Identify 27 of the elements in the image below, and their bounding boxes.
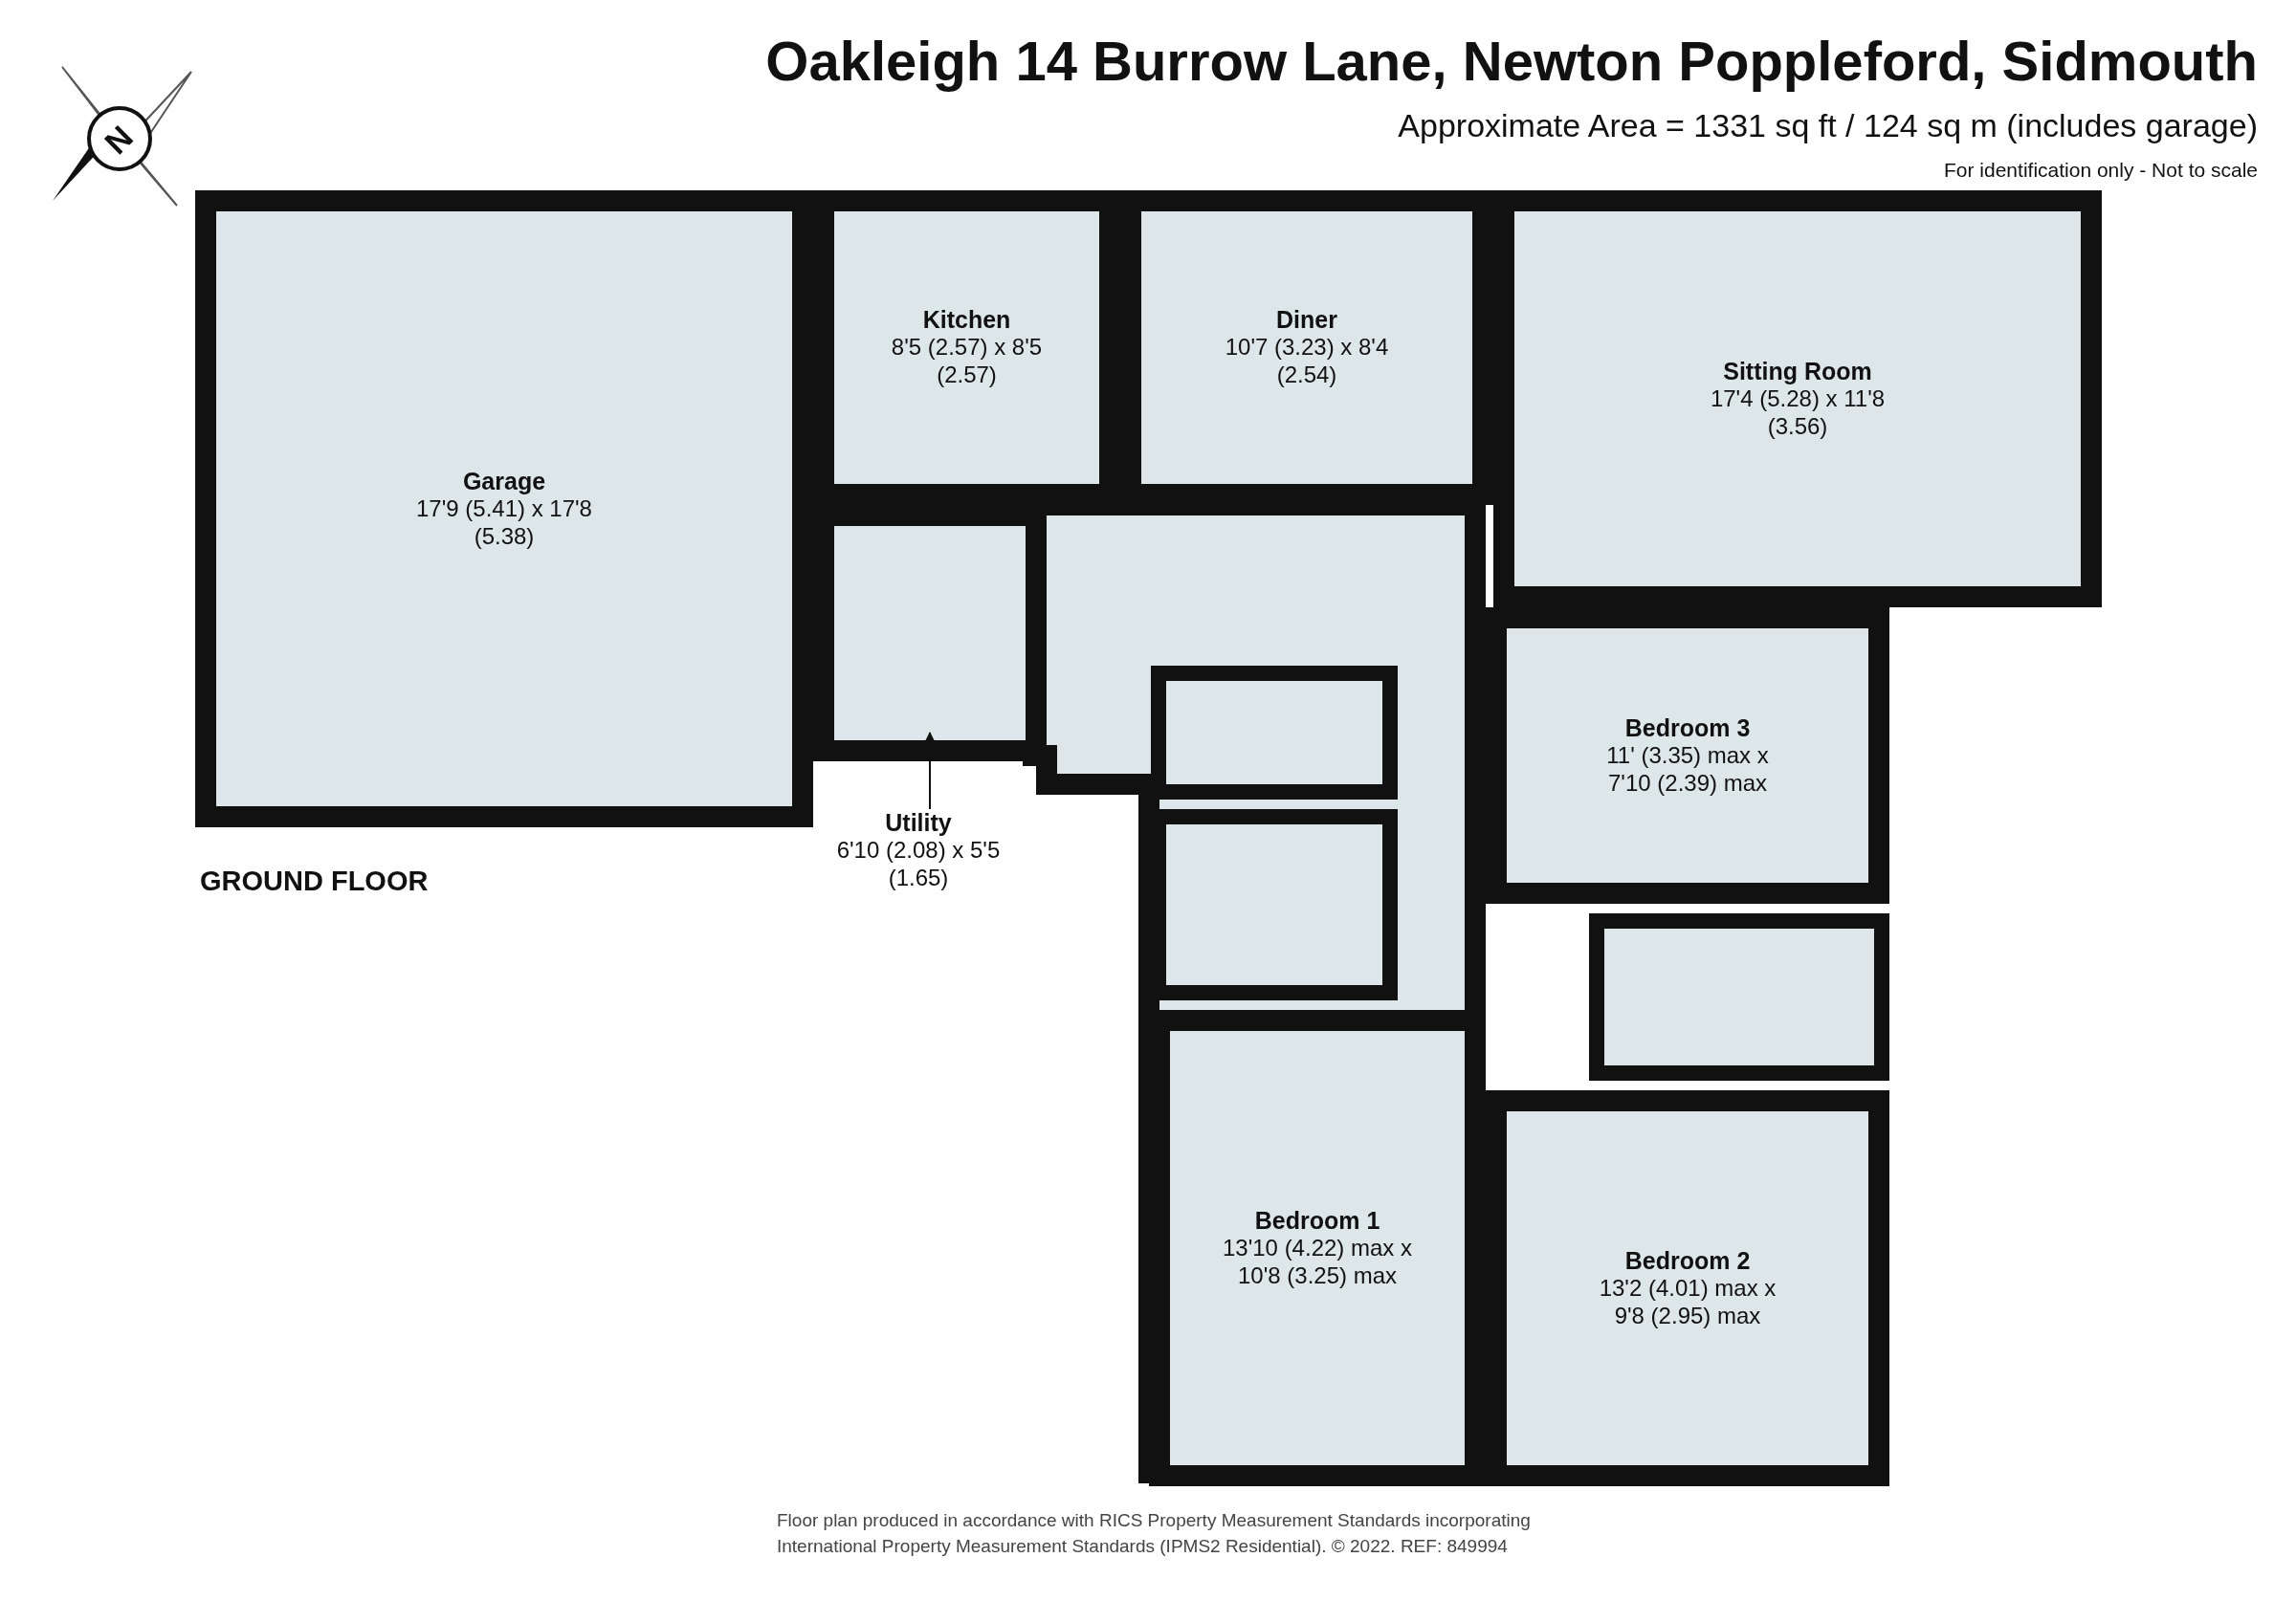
room-name: Bedroom 2	[1624, 1246, 1751, 1275]
room-dimensions: 10'7 (3.23) x 8'4 (2.54)	[1224, 334, 1390, 389]
leader-arrow	[925, 732, 935, 810]
room-name: Kitchen	[922, 306, 1011, 335]
room-name: Bedroom 1	[1254, 1206, 1380, 1235]
room-name: Garage	[462, 467, 546, 495]
room-name: Utility	[885, 809, 952, 837]
room-dimensions: 17'4 (5.28) x 11'8 (3.56)	[1709, 384, 1887, 441]
scale-note: For identification only - Not to scale	[1944, 159, 2258, 182]
room-dimensions: 17'9 (5.41) x 17'8 (5.38)	[415, 494, 593, 551]
room-dimensions: 8'5 (2.57) x 8'5 (2.57)	[890, 334, 1044, 389]
room-name: Diner	[1276, 306, 1337, 335]
footer-note: Floor plan produced in accordance with RICS Property Measurement Standards incorporating International Property Measurement Standards (IPMS2 Residential). © 2022. REF: 849994	[777, 1509, 1532, 1558]
title: Oakleigh 14 Burrow Lane, Newton Poppleford, Sidmouth	[765, 29, 2258, 93]
floor-name: GROUND FLOOR	[200, 866, 429, 897]
room	[195, 190, 813, 827]
room-dimensions: 13'10 (4.22) max x 10'8 (3.25) max	[1222, 1234, 1413, 1290]
room-dimensions: 13'2 (4.01) max x 9'8 (2.95) max	[1598, 1274, 1777, 1330]
room-name: Sitting Room	[1723, 357, 1872, 385]
bathroom-outline	[1589, 913, 1889, 1081]
room-dimensions: 11' (3.35) max x 7'10 (2.39) max	[1605, 741, 1770, 798]
room-dimensions: 6'10 (2.08) x 5'5 (1.65)	[835, 837, 1002, 892]
area-note: Approximate Area = 1331 sq ft / 124 sq m (includes garage)	[1398, 107, 2258, 144]
compass-letter: N	[97, 119, 141, 162]
bathroom-outline	[1151, 666, 1398, 800]
room	[1486, 1090, 1889, 1486]
room-name: Bedroom 3	[1624, 713, 1751, 742]
